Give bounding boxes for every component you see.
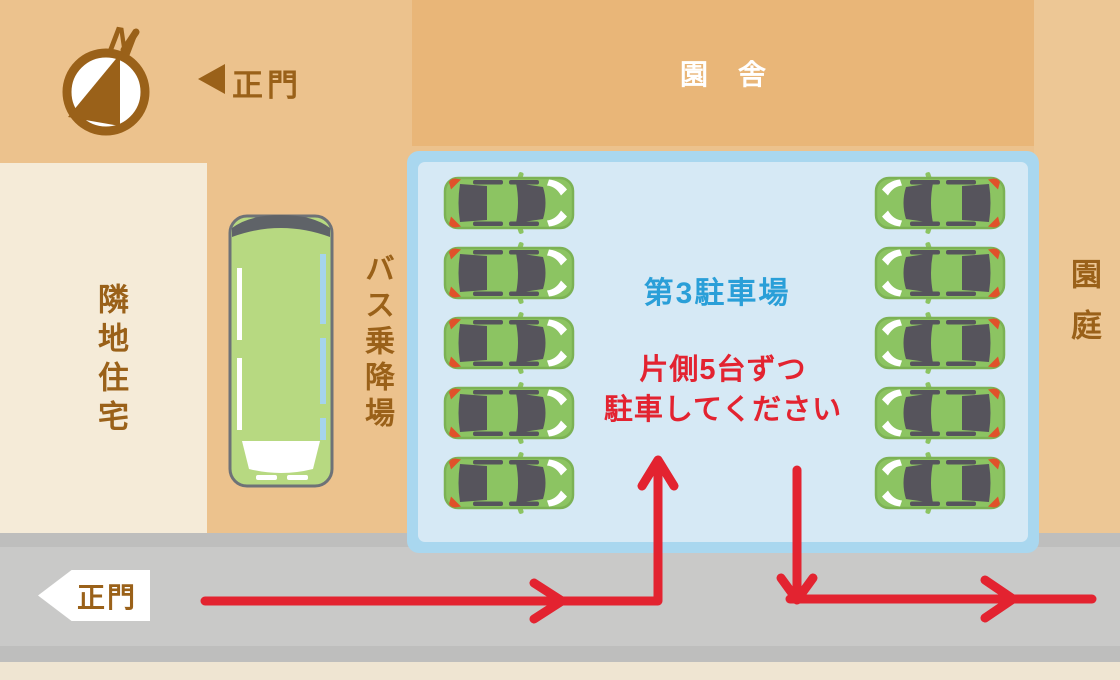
bus-illustration [228, 214, 334, 488]
school-building: 園舎 [412, 0, 1034, 146]
sidewalk-strip [0, 662, 1120, 680]
neighbor-house-label: 隣地住宅 [93, 283, 128, 439]
parked-car [443, 450, 575, 516]
bus-stop-label: バス乗降場 [360, 253, 393, 433]
neighbor-house-area [0, 163, 207, 535]
parking-instruction-line1: 片側5台ずつ [639, 354, 807, 386]
school-yard-area [1034, 0, 1120, 540]
parked-car [443, 170, 575, 236]
parking-instruction: 片側5台ずつ 駐車してください [523, 350, 923, 430]
top-gate-label: 正門 [232, 68, 302, 103]
school-yard-label: 園庭 [1066, 258, 1101, 360]
school-building-label: 園舎 [679, 59, 796, 90]
parked-car [874, 450, 1006, 516]
road-gate-label: 正門 [76, 581, 137, 613]
compass-north-icon: N [62, 19, 150, 136]
parked-car [874, 170, 1006, 236]
gate-direction-triangle-icon [198, 64, 225, 94]
compass-n-label: N [105, 19, 141, 65]
road-edge-bottom [0, 646, 1120, 662]
right-car-column [874, 170, 1006, 516]
parking-lot-title: 第3駐車場 [643, 277, 791, 310]
parking-instruction-line2: 駐車してください [603, 394, 843, 426]
left-car-column [443, 170, 575, 516]
